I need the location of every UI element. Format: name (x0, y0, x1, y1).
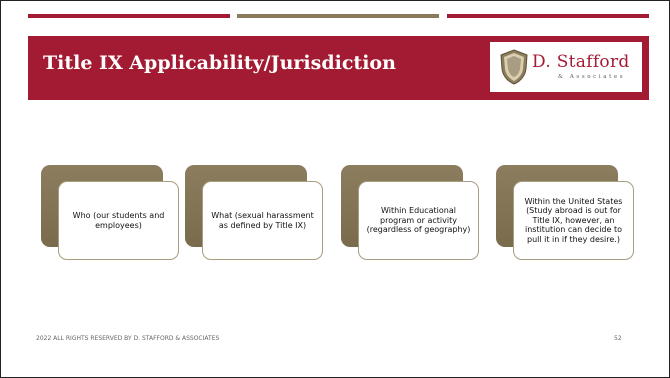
card-educational-program: Within Educational program or activity (… (341, 165, 481, 261)
top-accent-bar-right (447, 14, 649, 18)
card-united-states: Within the United States (Study abroad i… (496, 165, 636, 261)
title-banner: Title IX Applicability/Jurisdiction D. S… (28, 36, 649, 100)
card-text: What (sexual harassment as defined by Ti… (211, 210, 314, 230)
page-number: 52 (614, 335, 622, 342)
top-accent-bar-left (28, 14, 230, 18)
card-front: What (sexual harassment as defined by Ti… (202, 181, 323, 260)
slide-title: Title IX Applicability/Jurisdiction (43, 52, 396, 74)
card-front: Who (our students and employees) (58, 181, 179, 260)
shield-logo-icon (500, 49, 528, 85)
logo-name: D. Stafford (532, 52, 630, 72)
card-front: Within Educational program or activity (… (358, 181, 479, 260)
company-logo: D. Stafford & Associates (490, 42, 642, 92)
logo-subtitle: & Associates (558, 74, 626, 80)
card-text: Who (our students and employees) (72, 210, 165, 230)
copyright-footer: 2022 ALL RIGHTS RESERVED BY D. STAFFORD … (36, 335, 220, 342)
card-text: Within Educational program or activity (… (366, 206, 471, 235)
top-accent-bar-middle (237, 14, 439, 18)
card-front: Within the United States (Study abroad i… (513, 181, 634, 260)
card-what: What (sexual harassment as defined by Ti… (185, 165, 325, 261)
card-who: Who (our students and employees) (41, 165, 181, 261)
card-text: Within the United States (Study abroad i… (524, 196, 623, 244)
